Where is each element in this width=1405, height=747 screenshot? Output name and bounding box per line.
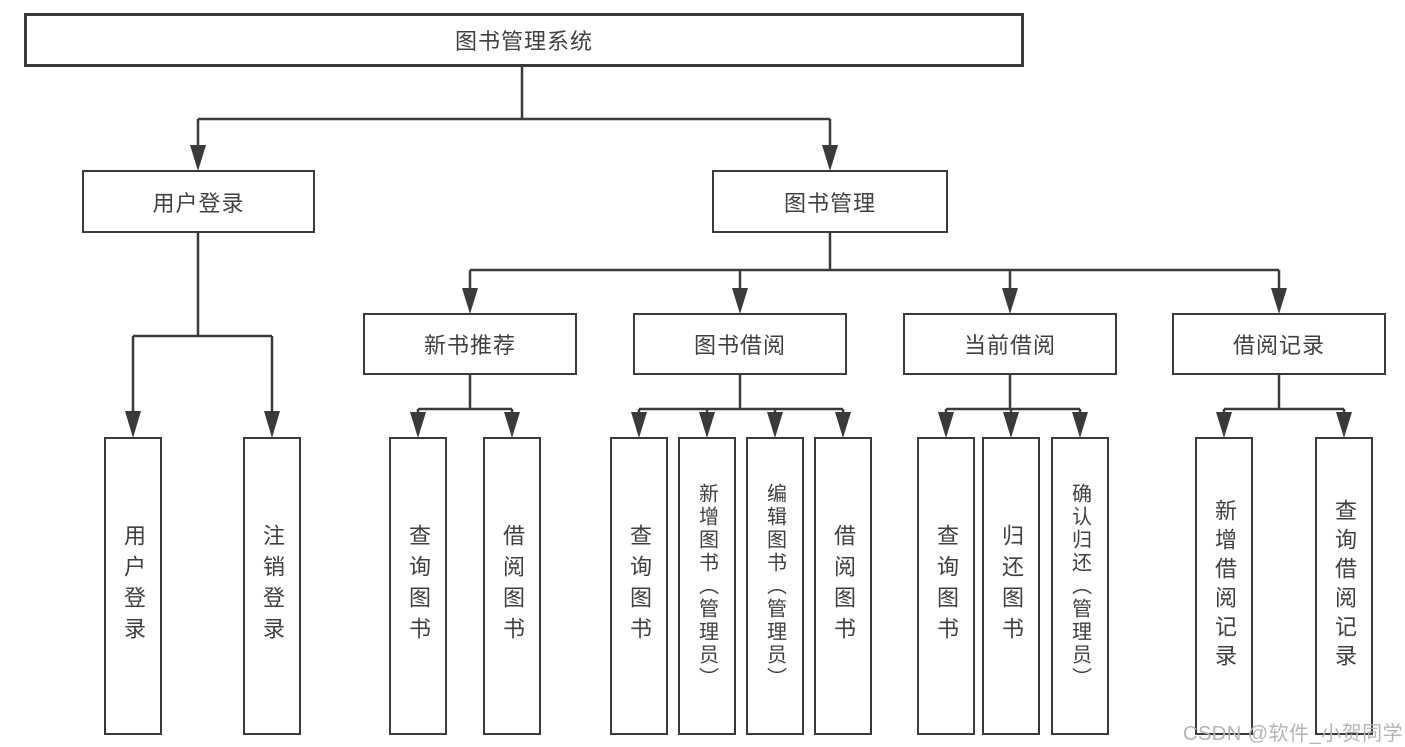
node-current-borrow: 当前借阅 — [903, 313, 1117, 375]
leaf-edit-books-admin: 编辑图书（管理员） — [746, 437, 804, 735]
leaf-label: 新增图书（管理员） — [695, 482, 718, 690]
leaf-add-borrow-record: 新增借阅记录 — [1195, 437, 1253, 735]
node-user-login: 用户登录 — [82, 170, 315, 233]
leaf-label: 编辑图书（管理员） — [763, 482, 786, 690]
node-label: 用户登录 — [152, 190, 245, 216]
leaf-label: 归还图书 — [999, 524, 1024, 648]
leaf-query-books-borrow: 查询图书 — [610, 437, 668, 735]
csdn-watermark: CSDN @软件_小贺同学 — [1183, 723, 1404, 745]
node-label: 当前借阅 — [963, 333, 1056, 358]
node-label: 新书推荐 — [423, 333, 516, 358]
leaf-label: 注销登录 — [260, 524, 285, 648]
node-borrow-records: 借阅记录 — [1172, 313, 1386, 375]
leaf-label: 新增借阅记录 — [1212, 499, 1237, 673]
node-label: 图书借阅 — [693, 333, 786, 358]
leaf-query-books-recommend: 查询图书 — [389, 437, 447, 735]
leaf-label: 借阅图书 — [500, 524, 525, 648]
node-book-management: 图书管理 — [712, 170, 948, 233]
node-book-borrow: 图书借阅 — [633, 313, 847, 375]
leaf-borrow-books-recommend: 借阅图书 — [483, 437, 541, 735]
leaf-logout: 注销登录 — [243, 437, 301, 735]
leaf-borrow-books: 借阅图书 — [814, 437, 872, 735]
node-label: 图书管理系统 — [454, 29, 593, 54]
leaf-query-books-current: 查询图书 — [917, 437, 975, 735]
leaf-label: 确认归还（管理员） — [1068, 482, 1091, 690]
leaf-label: 查询图书 — [934, 524, 959, 648]
leaf-add-books-admin: 新增图书（管理员） — [678, 437, 736, 735]
leaf-label: 查询图书 — [627, 524, 652, 648]
leaf-user-login: 用户登录 — [104, 437, 162, 735]
leaf-confirm-return-admin: 确认归还（管理员） — [1051, 437, 1109, 735]
leaf-label: 用户登录 — [121, 524, 146, 648]
node-new-book-recommend: 新书推荐 — [363, 313, 577, 375]
leaf-label: 查询图书 — [406, 524, 431, 648]
leaf-query-borrow-record: 查询借阅记录 — [1315, 437, 1373, 735]
leaf-return-books: 归还图书 — [982, 437, 1040, 735]
node-library-system: 图书管理系统 — [24, 13, 1024, 67]
node-label: 图书管理 — [783, 190, 876, 216]
node-label: 借阅记录 — [1232, 333, 1325, 358]
leaf-label: 借阅图书 — [831, 524, 856, 648]
leaf-label: 查询借阅记录 — [1332, 499, 1357, 673]
